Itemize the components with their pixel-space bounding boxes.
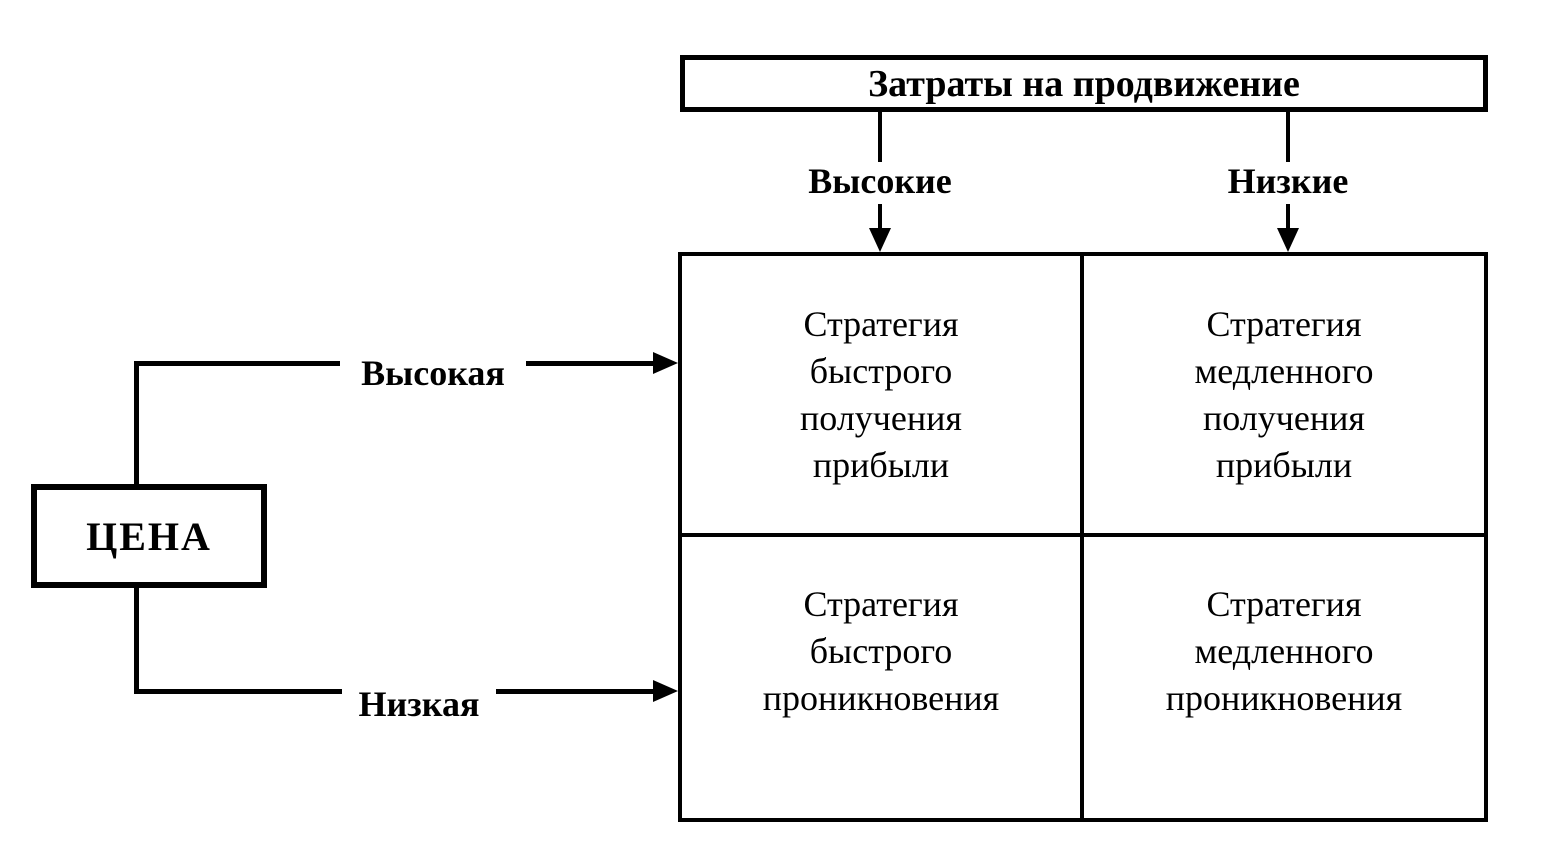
connector-promo-low-lower (1286, 204, 1290, 230)
price-box: ЦЕНА (31, 484, 267, 588)
matrix-cell-text: Стратегия медленного проникновения (1165, 584, 1403, 718)
strategy-matrix: Стратегия быстрого получения прибыли Стр… (678, 252, 1488, 822)
connector-promo-high-upper (878, 110, 882, 162)
connector-price-high-vertical (134, 363, 139, 484)
matrix-cell-fast-profit: Стратегия быстрого получения прибыли (682, 256, 1084, 537)
arrow-right-icon (653, 680, 678, 702)
arrow-down-icon (869, 228, 891, 252)
connector-promo-low-upper (1286, 110, 1290, 162)
price-box-label: ЦЕНА (86, 513, 212, 559)
matrix-cell-text: Стратегия быстрого получения прибыли (800, 303, 962, 485)
promo-level-low-label: Низкие (1188, 161, 1388, 202)
matrix-cell-fast-penetration: Стратегия быстрого проникновения (682, 537, 1084, 818)
matrix-cell-slow-penetration: Стратегия медленного проникновения (1084, 537, 1484, 818)
promotion-costs-box: Затраты на продвижение (680, 55, 1488, 112)
arrow-right-icon (653, 352, 678, 374)
matrix-cell-slow-profit: Стратегия медленного получения прибыли (1084, 256, 1484, 537)
connector-price-low-vertical (134, 588, 139, 691)
promo-level-high-label: Высокие (780, 161, 980, 202)
price-level-high-label: Высокая (340, 351, 526, 397)
price-level-low-label: Низкая (342, 682, 496, 728)
promotion-costs-label: Затраты на продвижение (868, 62, 1300, 105)
matrix-cell-text: Стратегия медленного получения прибыли (1194, 303, 1374, 485)
matrix-cell-text: Стратегия быстрого проникновения (762, 584, 1000, 718)
arrow-down-icon (1277, 228, 1299, 252)
connector-promo-high-lower (878, 204, 882, 230)
